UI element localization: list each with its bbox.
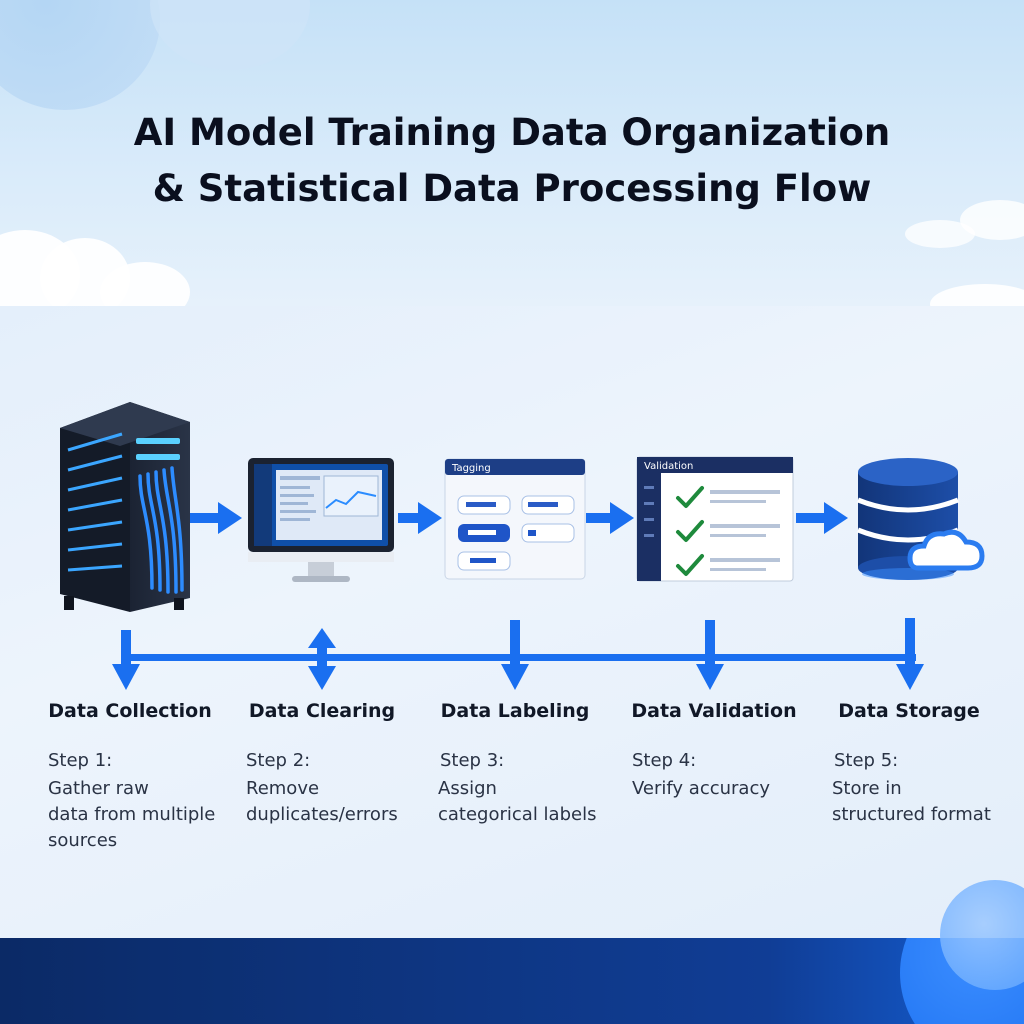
step-number-5: Step 5: xyxy=(834,750,899,771)
cloud xyxy=(930,284,1024,306)
step-description-line: Verify accuracy xyxy=(632,778,770,799)
step-description-line: Remove xyxy=(246,778,320,799)
step-description-4: Verify accuracy xyxy=(632,776,770,802)
labeling-window-icon: Tagging xyxy=(444,458,586,584)
step-description-5: Store in structured format xyxy=(832,776,991,828)
step-number-2: Step 2: xyxy=(246,750,311,771)
checklist-window-icon: Validation xyxy=(636,456,794,586)
step-description-line: Assign xyxy=(438,778,497,799)
step-number-1: Step 1: xyxy=(48,750,113,771)
step-title-1: Data Collection xyxy=(48,700,212,722)
step-description-2: Remove duplicates/errors xyxy=(246,776,398,828)
page-title-line-2: & Statistical Data Processing Flow xyxy=(152,167,872,210)
monitor-icon xyxy=(246,456,396,590)
database-cloud-icon xyxy=(852,456,986,586)
step-description-line: Gather raw xyxy=(48,778,149,799)
step-title-5: Data Storage xyxy=(838,700,980,722)
labeling-window-title: Tagging xyxy=(451,463,491,474)
sky-bubble xyxy=(150,0,310,70)
corner-bubble xyxy=(940,880,1024,990)
step-description-line: structured format xyxy=(832,804,991,825)
cloud xyxy=(100,262,190,306)
cloud xyxy=(960,200,1024,240)
footer-band xyxy=(0,938,1024,1024)
step-description-line: categorical labels xyxy=(438,804,597,825)
sky-bubble xyxy=(0,0,160,110)
step-description-1: Gather raw data from multiple sources xyxy=(48,776,215,854)
step-title-3: Data Labeling xyxy=(440,700,590,722)
step-title-4: Data Validation xyxy=(631,700,797,722)
page-title: AI Model Training Data Organization & St… xyxy=(0,105,1024,217)
step-description-line: duplicates/errors xyxy=(246,804,398,825)
step-description-line: data from multiple xyxy=(48,804,216,825)
step-description-line: Store in xyxy=(832,778,902,799)
step-description-3: Assign categorical labels xyxy=(438,776,596,828)
step-number-3: Step 3: xyxy=(440,750,505,771)
step-number-4: Step 4: xyxy=(632,750,697,771)
page-title-line-1: AI Model Training Data Organization xyxy=(133,111,891,154)
sky-header xyxy=(0,0,1024,306)
step-title-2: Data Clearing xyxy=(248,700,396,722)
validation-window-title: Validation xyxy=(644,461,693,472)
step-description-line: sources xyxy=(48,830,118,851)
server-rack-icon xyxy=(56,398,196,624)
